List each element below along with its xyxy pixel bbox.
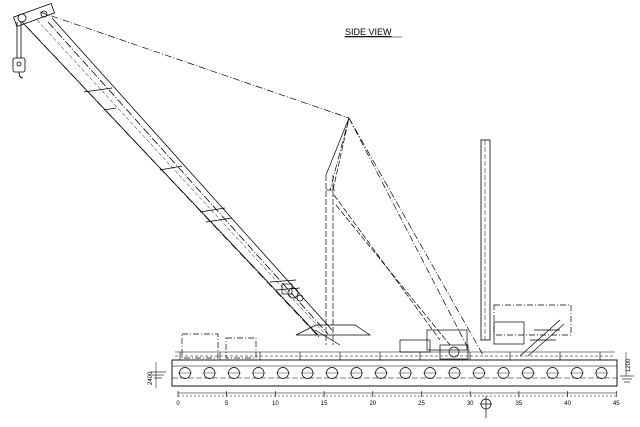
scale-tick-label: 35	[516, 401, 523, 407]
a-frame-gantry	[325, 117, 451, 346]
drawing-title: SIDE VIEW	[345, 27, 392, 37]
spud-column	[480, 139, 491, 341]
rigging-pendants	[39, 11, 484, 356]
scale-tick-label: 40	[564, 401, 571, 407]
scale-tick-label: 0	[176, 401, 180, 407]
scale-tick-label: 45	[613, 401, 620, 407]
scale-ticks: 0 5 10 15 20 25 30 35 40 45	[176, 391, 620, 407]
pontoon-modules	[178, 367, 609, 379]
barge-hull	[171, 359, 618, 387]
scale-tick-label: 15	[321, 401, 328, 407]
propeller-symbol	[480, 396, 492, 418]
scale-tick-label: 20	[369, 401, 376, 407]
aft-deckhouse	[426, 304, 572, 357]
scale-tick-label: 10	[272, 401, 279, 407]
scale-tick-label: 30	[467, 401, 474, 407]
scale-bar	[178, 392, 616, 397]
boom-head	[12, 2, 56, 28]
crane-boom	[21, 17, 333, 339]
hook-block	[12, 22, 26, 79]
waterline-marks	[150, 371, 634, 383]
draft-dimension-left: 2400	[148, 371, 154, 385]
deck-railing	[175, 351, 615, 360]
boom-foot-machinery	[281, 283, 372, 346]
height-dimension-right: 1200	[626, 358, 632, 372]
scale-tick-label: 5	[225, 401, 229, 407]
forward-deck-boxes	[181, 333, 257, 359]
scale-tick-label: 25	[418, 401, 425, 407]
